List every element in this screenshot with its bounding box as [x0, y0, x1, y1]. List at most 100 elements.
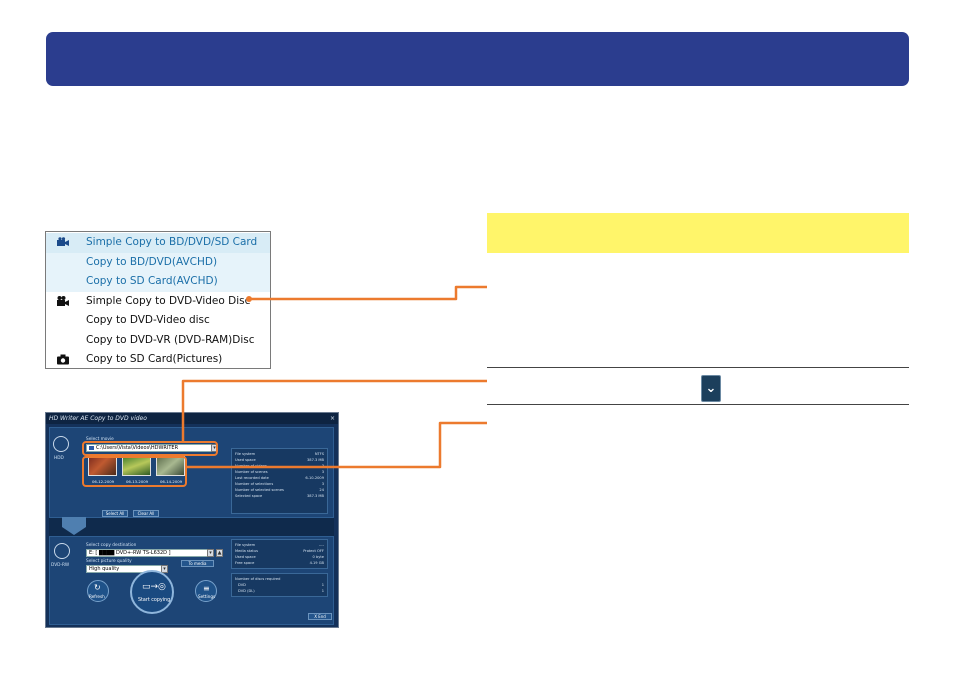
settings-icon: ≡	[203, 584, 210, 593]
info-label: File system	[235, 543, 256, 547]
dropdown-chevron-button[interactable]: ⌄	[701, 375, 721, 402]
folder-icon	[89, 445, 94, 450]
info-label: Number of videos	[235, 464, 267, 468]
source-drive-label: HDD	[54, 456, 64, 461]
divider-line	[487, 367, 909, 368]
destination-drive-value: E: [ ████ DVD+-RW TS-L632D ]	[89, 550, 171, 556]
highlight-path-field	[82, 441, 218, 456]
menu-item-label: Copy to DVD-VR (DVD-RAM)Disc	[86, 333, 255, 346]
discs-required-label: Number of discs required	[235, 577, 281, 581]
chevron-down-icon: ▾	[163, 566, 166, 572]
info-value: ----	[318, 543, 324, 547]
info-value: 3	[321, 470, 324, 474]
menu-item-copy-dvd-video[interactable]: Copy to DVD-Video disc	[46, 311, 270, 331]
info-value: 1	[321, 589, 324, 593]
settings-label: Settings	[198, 594, 216, 599]
info-value: 4.19 GB	[309, 561, 324, 565]
refresh-icon: ↻	[94, 583, 101, 592]
divider-line	[487, 404, 909, 405]
destination-drive-field[interactable]: E: [ ████ DVD+-RW TS-L632D ]	[86, 549, 209, 557]
thumbnail-date: 06-12-2009	[92, 479, 115, 484]
info-label: Number of selections	[235, 482, 274, 486]
menu-item-copy-bd-dvd-avchd[interactable]: Copy to BD/DVD(AVCHD)	[46, 252, 270, 272]
info-label: Last recorded date	[235, 476, 269, 480]
menu-item-label: Copy to SD Card(Pictures)	[86, 353, 223, 365]
source-info-panel: File system NTFS Used space 387.3 MB Numbe…	[231, 448, 328, 514]
thumbnail-date: 06-14-2009	[160, 479, 183, 484]
quality-value: High quality	[89, 566, 120, 572]
menu-item-copy-sd-avchd[interactable]: Copy to SD Card(AVCHD)	[46, 272, 270, 292]
copy-to-disc-icon: ▭→◎	[142, 582, 166, 592]
window-titlebar: HD Writer AE Copy to DVD video ×	[46, 413, 338, 424]
section-divider	[49, 518, 334, 536]
menu-item-label: Copy to BD/DVD(AVCHD)	[86, 255, 218, 268]
menu-item-copy-dvd-vr[interactable]: Copy to DVD-VR (DVD-RAM)Disc	[46, 331, 270, 351]
end-button[interactable]: X End	[308, 613, 332, 620]
info-label: File system	[235, 452, 256, 456]
info-label: Selected space	[235, 494, 263, 498]
chevron-down-icon: ⌄	[705, 381, 717, 396]
info-label: DVD (DL)	[238, 589, 255, 593]
info-value: 3	[321, 464, 324, 468]
menu-item-simple-copy-dvd-video[interactable]: Simple Copy to DVD-Video Disc	[46, 292, 270, 312]
discs-required-panel: Number of discs required DVD 1 DVD (DL) 1	[231, 573, 328, 597]
film-camera-icon	[57, 295, 69, 306]
video-camera-icon	[57, 237, 69, 246]
source-path-value: C:\Users\Vista\Videos\HDWRITER	[96, 445, 179, 451]
menu-item-label: Copy to SD Card(AVCHD)	[86, 275, 218, 287]
menu-item-label: Copy to DVD-Video disc	[86, 314, 210, 326]
refresh-label: Refresh	[89, 594, 105, 599]
destination-dropdown-button[interactable]: ▾	[207, 549, 214, 557]
thumbnail-strip: 06-12-2009 06-13-2009 06-14-2009	[88, 455, 198, 488]
dvd-rw-icon	[54, 543, 70, 559]
info-value: 387.3 MB	[307, 494, 324, 498]
eject-button[interactable]: ▲	[216, 549, 223, 557]
info-value: 387.3 MB	[307, 458, 324, 462]
source-section-label: Select movie	[86, 437, 114, 442]
menu-item-simple-copy-bd-dvd-sd[interactable]: Simple Copy to BD/DVD/SD Card	[46, 233, 270, 253]
info-value: 24	[319, 488, 324, 492]
chevron-down-icon: ▾	[209, 550, 212, 556]
arrow-down-icon	[62, 517, 86, 535]
info-label: Media status	[235, 549, 258, 553]
refresh-button[interactable]: ↻	[87, 580, 109, 602]
destination-section: DVD-RW Select copy destination E: [ ████…	[49, 536, 334, 625]
clear-all-button[interactable]: Clear All	[133, 510, 159, 517]
close-button[interactable]: ×	[329, 415, 335, 422]
copy-mode-menu: Simple Copy to BD/DVD/SD Card Copy to BD…	[45, 231, 271, 369]
info-label: DVD	[238, 583, 246, 587]
to-media-button[interactable]: To media	[181, 560, 214, 567]
info-value: Protect OFF	[303, 549, 324, 553]
camera-icon	[57, 354, 69, 365]
note-band	[487, 213, 909, 253]
menu-item-label: Simple Copy to BD/DVD/SD Card	[86, 236, 258, 248]
info-value: 6-10-2009	[305, 476, 324, 480]
info-value: NTFS	[314, 452, 324, 456]
settings-button[interactable]: ≡	[195, 580, 217, 602]
destination-section-label: Select copy destination	[86, 543, 137, 548]
info-label: Used space	[235, 555, 256, 559]
select-all-button[interactable]: Select All	[102, 510, 128, 517]
start-copying-button[interactable]: ▭→◎	[130, 570, 174, 614]
info-value: 3	[321, 482, 324, 486]
quality-label: Select picture quality	[86, 559, 132, 564]
window-title: HD Writer AE Copy to DVD video	[49, 415, 147, 422]
eject-icon: ▲	[217, 550, 222, 556]
start-copying-label: Start copying	[138, 598, 171, 603]
highlight-thumbnails	[82, 456, 187, 487]
destination-drive-label: DVD-RW	[51, 563, 70, 568]
info-label: Free space	[235, 561, 255, 565]
thumbnail-date: 06-13-2009	[126, 479, 149, 484]
info-label: Number of selected scenes	[235, 488, 284, 492]
info-label: Number of scenes	[235, 470, 268, 474]
menu-item-label: Simple Copy to DVD-Video Disc	[86, 294, 251, 307]
info-value: 1	[321, 583, 324, 587]
hdd-icon	[53, 436, 69, 452]
info-value: 0 byte	[312, 555, 324, 559]
header-bar	[46, 32, 909, 86]
info-label: Used space	[235, 458, 256, 462]
quality-dropdown-button[interactable]: ▾	[161, 565, 168, 573]
menu-item-copy-sd-pictures[interactable]: Copy to SD Card(Pictures)	[46, 350, 270, 370]
